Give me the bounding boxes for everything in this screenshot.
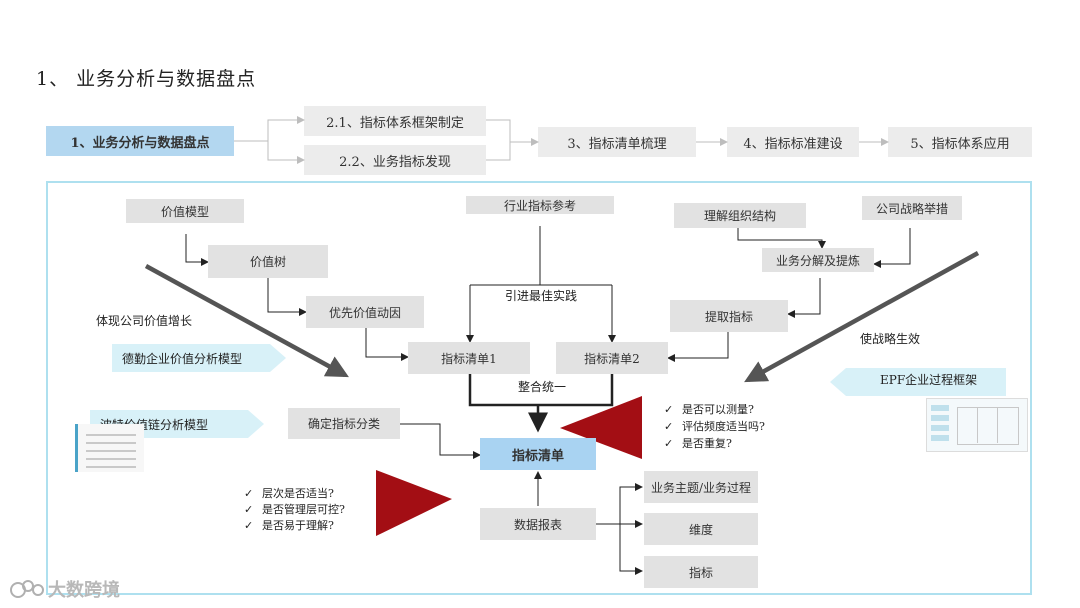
check-icon: ✓ <box>664 403 674 416</box>
dimension-box[interactable]: 维度 <box>644 513 758 545</box>
step-3-list[interactable]: 3、指标清单梳理 <box>538 127 696 157</box>
page-title: 1、 业务分析与数据盘点 <box>36 68 257 90</box>
watermark: 大数跨境 <box>10 576 120 602</box>
company-strategy-box[interactable]: 公司战略举措 <box>862 196 962 220</box>
porter-banner-tip <box>248 410 264 438</box>
industry-reference-box[interactable]: 行业指标参考 <box>466 196 614 214</box>
step-5-application[interactable]: 5、指标体系应用 <box>888 127 1032 157</box>
data-report-box[interactable]: 数据报表 <box>480 508 596 540</box>
epf-model-banner[interactable]: EPF企业过程框架 <box>846 368 1006 396</box>
epf-thumbnail-image <box>926 398 1028 452</box>
diagram-frame <box>46 181 1032 595</box>
check-icon: ✓ <box>244 503 254 516</box>
deloitte-model-banner[interactable]: 德勤企业价值分析模型 <box>112 344 270 372</box>
classify-box[interactable]: 确定指标分类 <box>288 408 400 439</box>
step-4-standard[interactable]: 4、指标标准建设 <box>727 127 859 157</box>
step-2-1-framework[interactable]: 2.1、指标体系框架制定 <box>304 106 486 136</box>
check-left-3: ✓是否易于理解? <box>244 519 334 532</box>
strategy-effect-label: 使战略生效 <box>860 332 921 346</box>
check-left-1: ✓层次是否适当? <box>244 487 334 500</box>
epf-model-label: EPF企业过程框架 <box>880 373 978 387</box>
watermark-logo-icon <box>10 578 44 600</box>
theme-box[interactable]: 业务主题/业务过程 <box>644 471 758 503</box>
check-right-2: ✓评估频度适当吗? <box>664 420 765 433</box>
best-practice-label: 引进最佳实践 <box>503 287 580 304</box>
metric-list-1-box[interactable]: 指标清单1 <box>408 342 530 374</box>
check-icon: ✓ <box>244 519 254 532</box>
reflect-value-label: 体现公司价值增长 <box>96 314 193 328</box>
metric-box[interactable]: 指标 <box>644 556 758 588</box>
epf-banner-tip <box>830 368 846 396</box>
priority-driver-box[interactable]: 优先价值动因 <box>306 296 424 328</box>
value-model-box[interactable]: 价值模型 <box>126 199 244 223</box>
step-1-business-analysis[interactable]: 1、业务分析与数据盘点 <box>46 126 234 156</box>
check-icon: ✓ <box>244 487 254 500</box>
deloitte-banner-tip <box>270 344 286 372</box>
check-right-1: ✓是否可以测量? <box>664 403 754 416</box>
check-icon: ✓ <box>664 437 674 450</box>
red-triangle-right <box>560 396 642 459</box>
integrate-label: 整合统一 <box>518 380 567 394</box>
step-2-2-discovery[interactable]: 2.2、业务指标发现 <box>304 145 486 175</box>
value-tree-box[interactable]: 价值树 <box>208 245 328 278</box>
check-icon: ✓ <box>664 420 674 433</box>
red-triangle-left <box>376 470 452 536</box>
metric-list-2-box[interactable]: 指标清单2 <box>556 342 668 374</box>
extract-metrics-box[interactable]: 提取指标 <box>670 300 788 332</box>
check-left-2: ✓是否管理层可控? <box>244 503 345 516</box>
check-right-3: ✓是否重复? <box>664 437 732 450</box>
watermark-text: 大数跨境 <box>48 580 120 601</box>
porter-thumbnail-image <box>75 424 144 472</box>
business-decompose-box[interactable]: 业务分解及提炼 <box>762 248 874 272</box>
metric-list-box[interactable]: 指标清单 <box>480 438 596 470</box>
understand-org-box[interactable]: 理解组织结构 <box>674 203 806 228</box>
